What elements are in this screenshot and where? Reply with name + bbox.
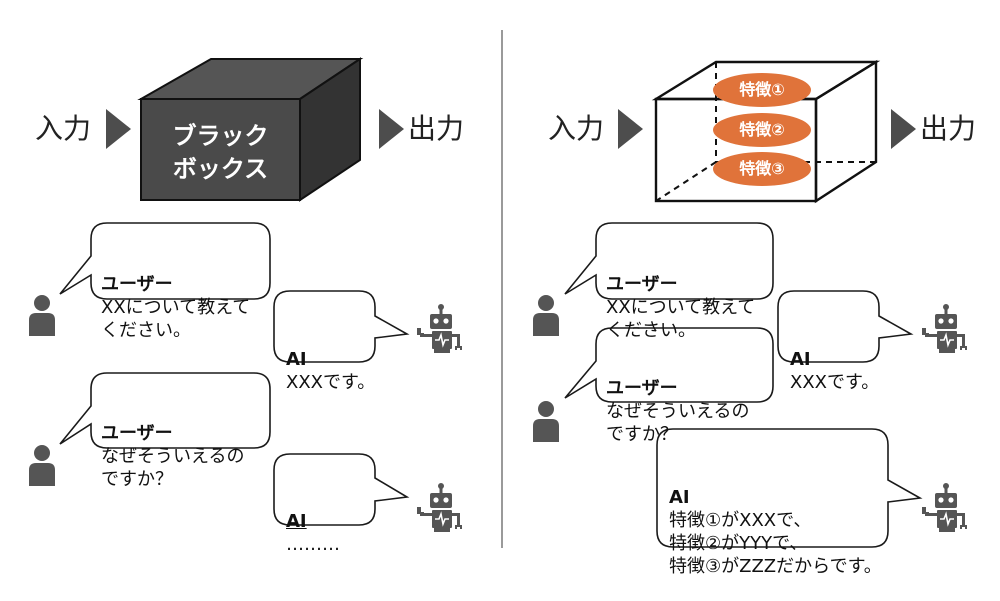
speaker-name: ユーザー [101, 274, 173, 295]
feature-3-ellipse [713, 152, 811, 186]
feature-1-label: 特徴① [739, 80, 785, 99]
person-icon [29, 295, 55, 336]
output-arrow-icon [379, 109, 404, 149]
input-arrow-icon [106, 109, 131, 149]
person-icon [533, 295, 559, 336]
left-bubble-ai-1 [273, 290, 410, 363]
output-label: 出力 [408, 112, 465, 145]
left-ai-message-2: AI……… [286, 464, 340, 579]
message-text: なぜそういえるの ですか？ [606, 401, 750, 445]
speaker-name: AI [286, 349, 307, 370]
left-bubble-user-2 [59, 372, 271, 449]
robot-icon [921, 482, 968, 533]
message-text: なぜそういえるの ですか？ [101, 446, 245, 490]
message-text: XXXです。 [286, 372, 376, 393]
message-text: ……… [286, 534, 340, 555]
output-arrow-icon-right [891, 109, 916, 149]
message-text: 特徴①がXXXで、 特徴②がYYYで、 特徴③がZZZだからです。 [669, 510, 882, 577]
right-bubble-user-2 [564, 327, 774, 403]
input-label-right: 入力 [548, 112, 605, 145]
input-label: 入力 [35, 112, 92, 145]
output-label-right: 出力 [920, 112, 977, 145]
robot-icon [416, 303, 463, 354]
feature-2-label: 特徴② [739, 120, 785, 139]
speaker-name: AI [286, 511, 307, 532]
person-icon [29, 445, 55, 486]
speaker-name: AI [790, 349, 811, 370]
feature-1-ellipse [713, 73, 811, 107]
message-text: XXXです。 [790, 372, 880, 393]
robot-icon [416, 482, 463, 533]
right-bubble-user-1 [564, 222, 774, 300]
message-text: XXについて教えて ください。 [101, 297, 251, 341]
black-box-label-line2: ボックス [172, 155, 269, 183]
message-text: XXについて教えて ください。 [606, 297, 756, 341]
feature-3-label: 特徴③ [739, 159, 785, 178]
right-user-message-2: ユーザーなぜそういえるの ですか？ [606, 331, 749, 469]
speaker-name: ユーザー [606, 378, 678, 399]
left-bubble-ai-2 [273, 453, 410, 526]
speaker-name: AI [669, 487, 690, 508]
person-icon [533, 401, 559, 442]
black-box-label-line1: ブラック [172, 122, 269, 150]
input-arrow-icon-right [618, 109, 643, 149]
left-bubble-user-1 [59, 222, 271, 300]
right-bubble-ai-2 [656, 428, 923, 548]
black-box [137, 57, 364, 202]
black-box-label: ブラック ボックス [141, 120, 300, 186]
speaker-name: ユーザー [606, 274, 678, 295]
speaker-name: ユーザー [101, 423, 173, 444]
feature-2-ellipse [713, 113, 811, 147]
right-bubble-ai-1 [777, 290, 914, 363]
diagram-svg [29, 30, 968, 548]
left-user-message-2: ユーザーなぜそういえるの ですか？ [101, 376, 244, 514]
robot-icon [921, 303, 968, 354]
